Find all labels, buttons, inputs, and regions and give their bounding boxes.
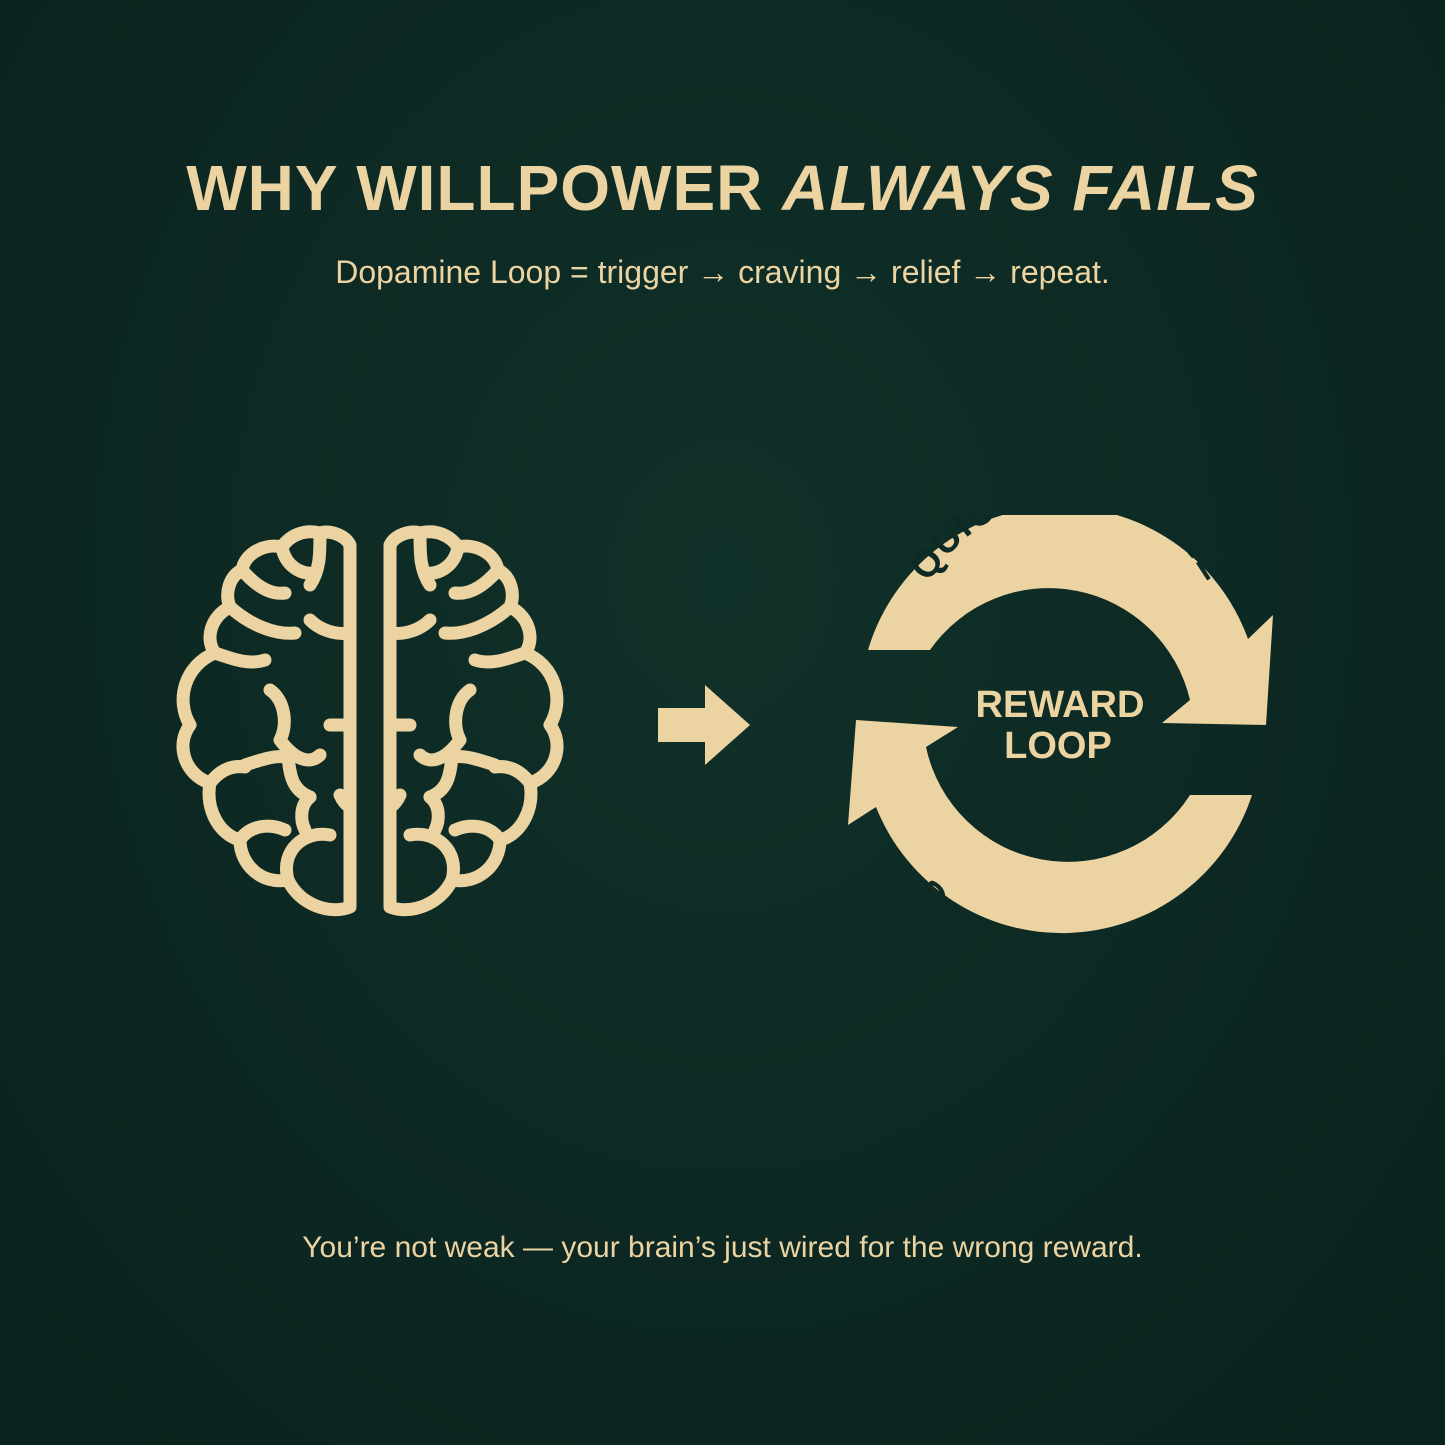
loop-center-line2: LOOP xyxy=(1004,725,1112,767)
loop-top-band xyxy=(868,515,1273,725)
arrow-right-icon xyxy=(658,685,750,765)
subtitle: Dopamine Loop = trigger → craving → reli… xyxy=(335,254,1110,290)
loop-bottom-band xyxy=(848,720,1252,934)
title-main: WHY WILLPOWER xyxy=(186,152,783,224)
page-title: WHY WILLPOWER ALWAYS FAILS xyxy=(0,150,1445,226)
brain-icon xyxy=(176,525,564,917)
reward-loop-icon: QUICK DOPAMINE LASTING WIRING REWARD LOO… xyxy=(848,515,1273,935)
title-emphasis: ALWAYS FAILS xyxy=(782,152,1259,224)
footer-caption: You’re not weak — your brain’s just wire… xyxy=(302,1231,1143,1264)
loop-center-line1: REWARD xyxy=(976,684,1145,726)
